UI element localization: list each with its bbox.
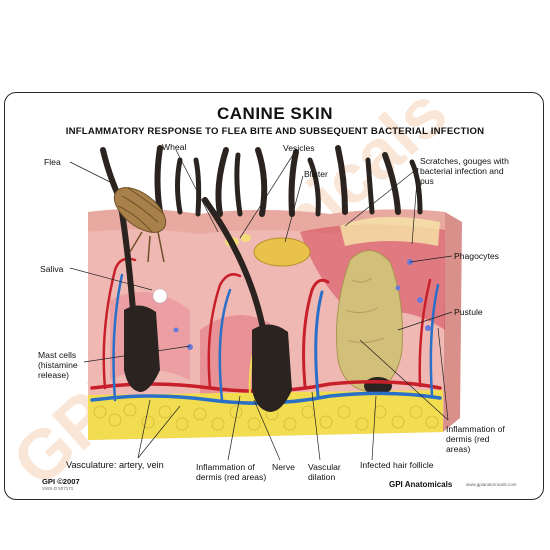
artery-branch xyxy=(207,273,242,390)
label-vasculature: Vasculature: artery, vein xyxy=(66,460,164,470)
dilated-vein xyxy=(314,290,324,398)
leader-vesicles xyxy=(239,149,297,239)
label-mast-cells: Mast cells (histamine release) xyxy=(38,350,78,380)
leader-wheal xyxy=(175,149,219,233)
phagocyte xyxy=(395,285,401,291)
label-infected-follicle: Infected hair follicle xyxy=(360,460,434,470)
page-title: CANINE SKIN xyxy=(216,104,333,123)
leader-pustule xyxy=(397,311,453,331)
leader-mast-cells xyxy=(83,345,191,363)
vein-branch xyxy=(429,283,440,398)
label-vascular-dilation: Vascular dilation xyxy=(308,462,341,482)
mast-cell xyxy=(173,327,179,333)
footer-code: VWS-D 507171 xyxy=(42,486,74,491)
leader-nerve xyxy=(253,399,281,461)
footer-copyright: GPI ©2007 xyxy=(42,477,80,486)
saliva-droplet xyxy=(152,288,168,304)
leader-saliva xyxy=(69,267,153,291)
blister xyxy=(253,237,311,267)
leader-scratches-1 xyxy=(344,167,419,227)
pustule-folds xyxy=(345,277,385,344)
label-saliva: Saliva xyxy=(40,264,64,274)
label-nerve: Nerve xyxy=(272,462,295,472)
cells xyxy=(173,259,431,350)
vein-branch xyxy=(112,273,124,402)
artery-branch xyxy=(418,278,432,388)
dilated-artery xyxy=(302,278,330,388)
phagocyte xyxy=(425,325,431,331)
footer-url: www.gpianatomicals.com xyxy=(466,482,517,487)
scratch-area xyxy=(340,216,440,246)
label-blister: Blister xyxy=(304,169,328,179)
pustule xyxy=(336,250,403,393)
leader-vasculature-2 xyxy=(137,405,181,459)
leader-scratches-2 xyxy=(411,167,419,245)
fat-cells xyxy=(93,403,439,431)
block-side-face xyxy=(443,212,462,432)
leader-inflammation-bottom xyxy=(227,395,241,461)
flea xyxy=(113,187,168,304)
label-pustule: Pustule xyxy=(454,307,483,317)
footer-brand: GPI Anatomicals xyxy=(389,480,453,489)
mast-cell xyxy=(187,344,193,350)
leader-phagocytes xyxy=(409,255,453,263)
page-subtitle: INFLAMMATORY RESPONSE TO FLEA BITE AND S… xyxy=(65,126,485,137)
leader-inflammation-right-1 xyxy=(437,327,449,421)
hair-follicle-center xyxy=(252,324,292,412)
label-inflammation-bottom: Inflammation of dermis (red areas) xyxy=(196,462,267,482)
leader-vascular-dilation xyxy=(311,391,321,461)
label-flea: Flea xyxy=(44,157,61,167)
label-scratches: Scratches, gouges with bacterial infecti… xyxy=(420,156,509,186)
leader-infected-follicle xyxy=(371,395,377,461)
hair-follicle-left xyxy=(124,305,160,392)
leader-vasculature-1 xyxy=(137,399,151,459)
leader-lines xyxy=(69,149,453,461)
leader-inflammation-right-2 xyxy=(359,339,449,421)
label-phagocytes: Phagocytes xyxy=(454,251,499,261)
phagocyte xyxy=(417,297,423,303)
label-vesicles: Vesicles xyxy=(283,143,315,153)
leader-blister xyxy=(284,175,304,243)
label-inflammation-right: Inflammation of dermis (red areas) xyxy=(446,424,505,454)
label-wheal: Wheal xyxy=(162,142,187,152)
vesicle xyxy=(241,234,251,242)
vein-branch xyxy=(218,288,232,402)
leader-flea xyxy=(69,161,111,183)
